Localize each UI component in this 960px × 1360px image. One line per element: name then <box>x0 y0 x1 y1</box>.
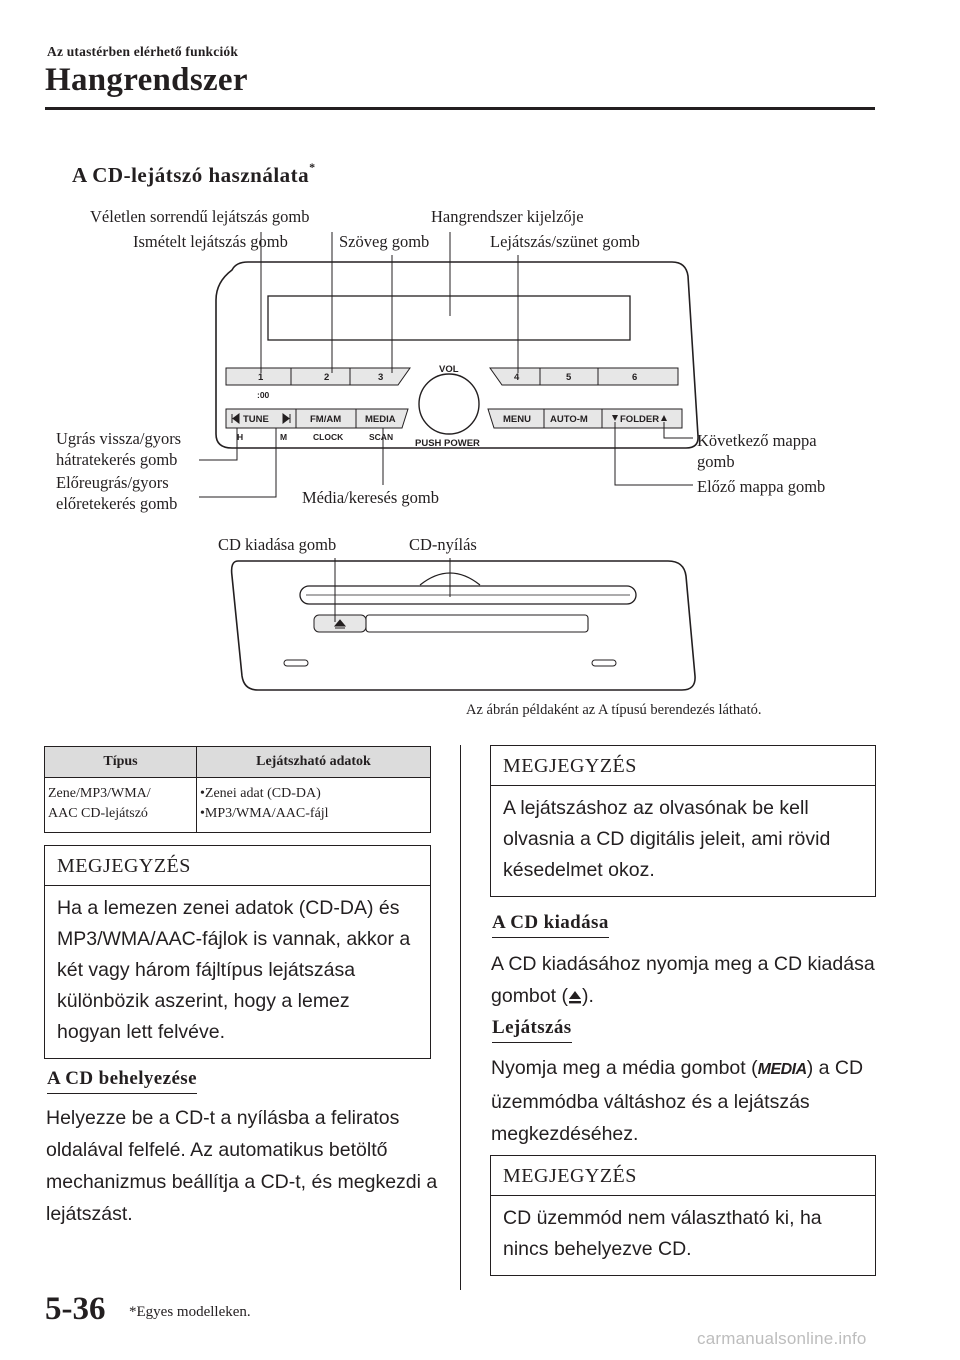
callout-slot: CD-nyílás <box>409 535 477 554</box>
callout-text: Szöveg gomb <box>339 232 430 251</box>
tune-label: TUNE <box>243 414 269 425</box>
playable-data-table: Típus Lejátszható adatok Zene/MP3/WMA/AA… <box>44 746 431 833</box>
preset-5-label: 5 <box>566 372 572 383</box>
callout-random: Véletlen sorrendű lejátszás gomb <box>90 207 310 226</box>
preset-bar-right <box>489 367 679 386</box>
callout-play-pause: Lejátszás/szünet gomb <box>490 232 640 251</box>
callout-prev-folder: Előző mappa gomb <box>697 477 826 496</box>
audio-unit-figure: 1 2 3 4 5 6 :00 VOL PUSH POWER TUNE FM/A… <box>199 232 699 691</box>
preset-4-label: 4 <box>514 372 520 383</box>
eject-icon <box>333 619 347 629</box>
eject-heading: A CD kiadása <box>492 912 609 938</box>
audio-panel-body <box>215 261 699 449</box>
figure-caption: Az ábrán példaként az A típusú berendezé… <box>466 702 762 718</box>
watermark: carmanualsonline.info <box>697 1329 867 1348</box>
playback-text: Nyomja meg a média gombot (MEDIA) a CD ü… <box>491 1052 876 1150</box>
preset-2-label: 2 <box>324 372 329 383</box>
skip-back-icon <box>231 413 240 424</box>
folder-down-icon <box>612 415 618 421</box>
fmam-label: FM/AM <box>310 414 341 425</box>
running-header-title: Hangrendszer <box>45 62 248 98</box>
skip-forward-icon <box>282 413 291 424</box>
hour-label: H <box>237 432 243 442</box>
callout-next-folder: Következő mappa gomb <box>697 431 817 471</box>
menu-label: MENU <box>503 414 531 425</box>
note-body: Ha a lemezen zenei adatok (CD-DA) és MP3… <box>57 897 411 1043</box>
preset-1-label: 1 <box>258 372 264 383</box>
cd-lower-strip <box>365 614 589 633</box>
page-number: 5-36 <box>45 1291 106 1327</box>
insert-heading: A CD behelyezése <box>47 1068 197 1094</box>
callout-media-search: Média/keresés gomb <box>302 488 440 507</box>
note-heading: MEGJEGYZÉS <box>491 746 875 786</box>
column-divider <box>460 745 461 1290</box>
footnote: *Egyes modelleken. <box>129 1304 251 1320</box>
table-header-data: Lejátszható adatok <box>196 746 431 778</box>
note-box-discs: MEGJEGYZÉS Ha a lemezen zenei adatok (CD… <box>44 845 431 1059</box>
note-box-no-cd: MEGJEGYZÉS CD üzemmód nem választható ki… <box>490 1155 876 1276</box>
playback-heading: Lejátszás <box>492 1017 572 1043</box>
eject-icon <box>568 991 581 1004</box>
clock-minutes-label: :00 <box>257 390 270 400</box>
note-body: A lejátszáshoz az olvasónak be kell olva… <box>503 797 831 881</box>
vol-label: VOL <box>439 364 459 375</box>
note-heading: MEGJEGYZÉS <box>45 846 430 886</box>
eject-text: A CD kiadásához nyomja meg a CD kiadása … <box>491 953 875 1007</box>
preset-3-label: 3 <box>378 372 383 383</box>
folder-label: FOLDER <box>620 414 659 425</box>
figure-title: A CD-lejátszó használata* <box>72 160 316 187</box>
function-bar-left <box>225 408 409 429</box>
minute-label: M <box>280 432 287 442</box>
callout-skip-back: Ugrás vissza/gyors hátratekerés gomb <box>56 429 182 469</box>
cd-unit-body <box>230 560 696 691</box>
table-row: Zene/MP3/WMA/AAC CD-lejátszó •Zenei adat… <box>44 777 431 833</box>
media-button-icon: MEDIA <box>757 1061 808 1078</box>
media-label: MEDIA <box>365 414 396 425</box>
function-bar-right <box>487 408 683 429</box>
table-header-type: Típus <box>44 746 197 778</box>
callout-skip-fwd: Előreugrás/gyors előretekerés gomb <box>56 473 178 513</box>
table-cell-type: Zene/MP3/WMA/AAC CD-lejátszó <box>44 777 197 833</box>
volume-knob <box>418 373 480 435</box>
callout-display: Hangrendszer kijelzője <box>431 207 584 226</box>
header-rule <box>45 107 875 110</box>
note-heading: MEGJEGYZÉS <box>491 1156 875 1196</box>
right-vent <box>591 659 617 667</box>
autom-label: AUTO-M <box>550 414 588 425</box>
clock-label: CLOCK <box>313 432 344 442</box>
note-body: CD üzemmód nem választható ki, ha nincs … <box>503 1207 822 1260</box>
cd-slot <box>299 585 637 605</box>
preset-bar-left <box>225 367 411 386</box>
running-header-section: Az utastérben elérhető funkciók <box>47 44 239 59</box>
push-power-label: PUSH POWER <box>415 438 480 449</box>
preset-6-label: 6 <box>632 372 637 383</box>
audio-display <box>267 295 631 341</box>
scan-label: SCAN <box>369 432 393 442</box>
callout-eject: CD kiadása gomb <box>218 535 337 554</box>
left-vent <box>283 659 309 667</box>
table-cell-data: •Zenei adat (CD-DA)•MP3/WMA/AAC-fájl <box>196 777 431 833</box>
note-box-reading: MEGJEGYZÉS A lejátszáshoz az olvasónak b… <box>490 745 876 897</box>
insert-text: Helyezze be a CD-t a nyílásba a felirato… <box>46 1107 438 1225</box>
folder-up-icon <box>661 415 667 421</box>
callout-repeat: Ismételt lejátszás gomb <box>133 232 288 251</box>
